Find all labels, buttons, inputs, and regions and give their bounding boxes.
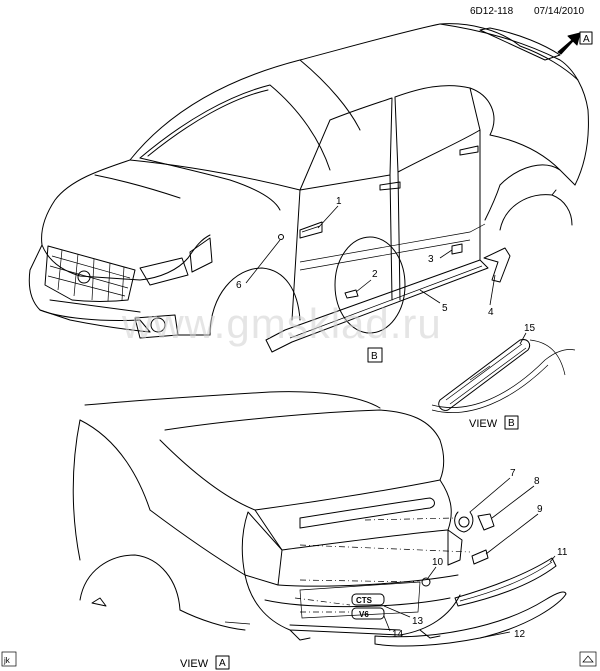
- view-a-label: VIEW: [180, 658, 209, 670]
- view-b-detail: VIEW B: [431, 339, 576, 430]
- callout-14: 14: [392, 629, 404, 640]
- callout-15: 15: [524, 323, 536, 334]
- bottom-car: [72, 391, 471, 641]
- top-car: [28, 23, 589, 353]
- callout-9: 9: [537, 504, 543, 515]
- corner-tag-text: jk: [3, 656, 11, 665]
- view-b-marker: B: [367, 347, 383, 363]
- callout-13: 13: [412, 616, 424, 627]
- view-a-label-group: VIEW A: [180, 655, 230, 670]
- v6-badge-text: V6: [359, 610, 369, 619]
- view-b-label: VIEW: [469, 418, 498, 430]
- cts-badge-text: CTS: [356, 596, 373, 605]
- callout-6: 6: [236, 280, 242, 291]
- callout-12: 12: [514, 629, 526, 640]
- callout-4: 4: [488, 307, 494, 318]
- diagram-date: 07/14/2010: [534, 6, 584, 17]
- view-b-letter: B: [371, 351, 378, 362]
- callout-7: 7: [510, 468, 516, 479]
- callout-3: 3: [428, 254, 434, 265]
- callout-2: 2: [372, 269, 378, 280]
- callout-11: 11: [557, 547, 568, 558]
- view-a-letter: A: [583, 34, 590, 45]
- callouts: 1 2 3 4 5 6 7 8 9 10 11 12 13 14 15: [236, 196, 568, 640]
- callout-1: 1: [336, 196, 342, 207]
- callout-8: 8: [534, 476, 540, 487]
- view-a-arrow: A: [557, 31, 593, 55]
- callout-10: 10: [432, 557, 444, 568]
- watermark: www.gmsklad.ru: [121, 300, 442, 347]
- view-a-box-letter: A: [219, 658, 226, 669]
- header: 6D12-118 07/14/2010: [470, 6, 584, 17]
- view-b-box-letter: B: [508, 418, 515, 429]
- corner-tags: jk: [1, 651, 597, 667]
- diagram-code: 6D12-118: [470, 6, 514, 17]
- callout-5: 5: [442, 303, 448, 314]
- bottom-parts: CTS V6: [351, 511, 567, 647]
- leader-lines: [245, 205, 556, 639]
